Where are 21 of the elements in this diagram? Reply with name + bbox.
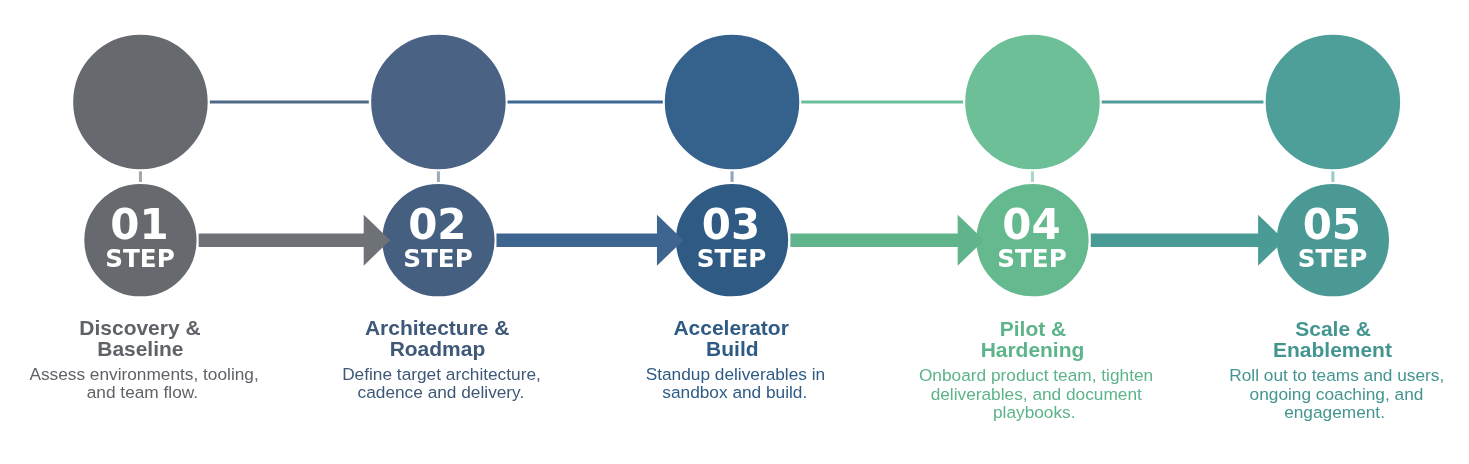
node-label: Accelerator Build [673,315,789,360]
arrow [198,214,391,266]
node-label: Architecture & Roadmap [364,315,510,360]
connector [436,170,440,182]
node-label: Pilot & Hardening [980,316,1085,361]
connector [730,170,734,182]
connector [138,170,142,182]
node-label: Scale & Enablement [1273,316,1392,361]
node-label: Discovery & Baseline [79,315,201,360]
node-label: Define target architecture, cadence and delivery. [342,363,541,402]
arrow [496,214,684,266]
connector [1331,170,1335,182]
connector [507,100,663,104]
connector [1101,100,1264,104]
node-label: Assess environments, tooling, and team flow. [29,363,259,402]
connector [1030,170,1034,182]
connector [801,100,963,104]
node-label: Roll out to teams and users, ongoing coaching, and engagement. [1229,364,1445,422]
connector [209,100,369,104]
node-label: Standup deliverables in sandbox and build. [645,363,826,402]
node-label: Onboard product team, tighten deliverables, and document playbooks. [918,364,1154,422]
